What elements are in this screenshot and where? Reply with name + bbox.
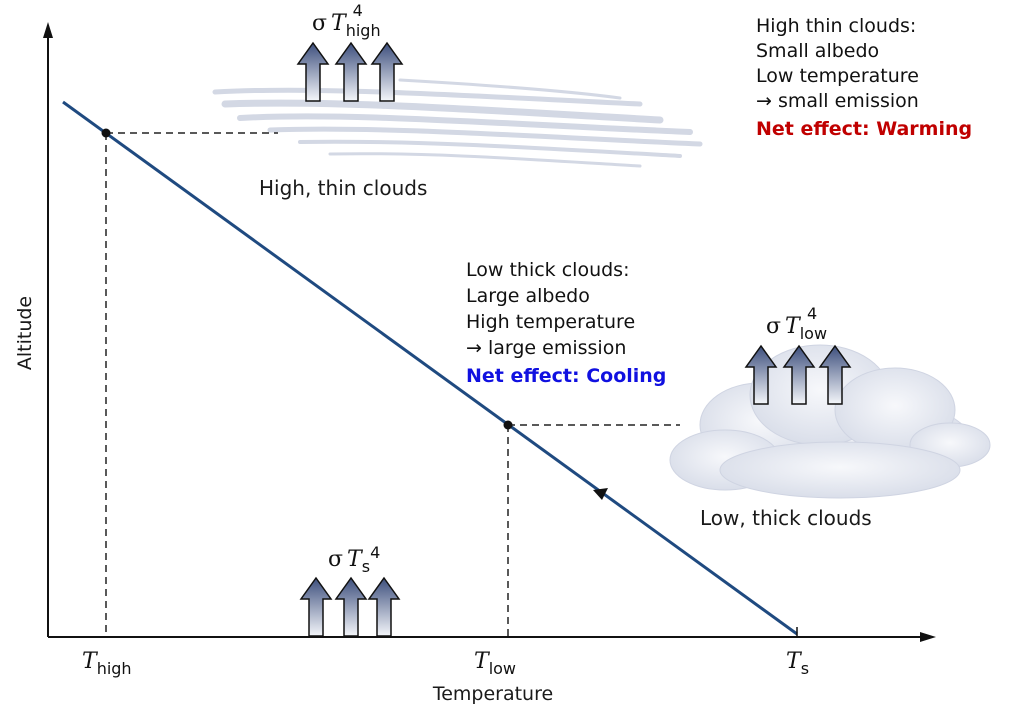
low-annotation-line: Large albedo [466,285,590,307]
high-cloud-point [101,128,111,138]
high-cloud-label: High, thin clouds [259,176,427,200]
high-annotation-line: Small albedo [756,40,879,62]
up-arrow-icon [367,576,401,637]
x-axis-arrowhead [920,632,936,642]
up-arrow-icon [299,576,333,637]
axes [43,22,936,642]
low-cloud-annotation: Low thick clouds: Large albedo High temp… [466,259,666,387]
low-emission-arrows [744,344,852,405]
guide-lines [105,132,680,637]
tick-t-s: Ts [786,649,809,678]
high-cloud-annotation: High thin clouds: Small albedo Low tempe… [756,15,972,140]
surface-emission-arrows [299,576,401,637]
high-emission-arrows [296,41,404,102]
low-cloud-point [503,420,513,430]
low-net-effect: Net effect: Cooling [466,365,666,387]
up-arrow-icon [782,344,816,405]
high-annotation-line: High thin clouds: [756,15,916,37]
up-arrow-icon [818,344,852,405]
low-annotation-line: Low thick clouds: [466,259,629,281]
high-thin-cloud [212,78,703,168]
low-cloud-label: Low, thick clouds [700,506,872,530]
up-arrow-icon [370,41,404,102]
profile-direction-arrowhead [593,488,608,500]
up-arrow-icon [334,576,368,637]
high-annotation-line: → small emission [756,90,919,112]
high-net-effect: Net effect: Warming [756,118,972,140]
high-annotation-line: Low temperature [756,65,919,87]
tick-t-low: Tlow [474,649,516,678]
x-axis-label: Temperature [432,683,553,705]
temperature-profile-line [62,100,798,636]
y-axis-label: Altitude [14,296,36,370]
up-arrow-icon [744,344,778,405]
tick-t-high: Thigh [82,649,132,678]
low-thick-cloud [669,344,991,499]
up-arrow-icon [296,41,330,102]
low-annotation-line: High temperature [466,311,635,333]
low-annotation-line: → large emission [466,337,626,359]
up-arrow-icon [334,41,368,102]
y-axis-arrowhead [43,22,53,38]
